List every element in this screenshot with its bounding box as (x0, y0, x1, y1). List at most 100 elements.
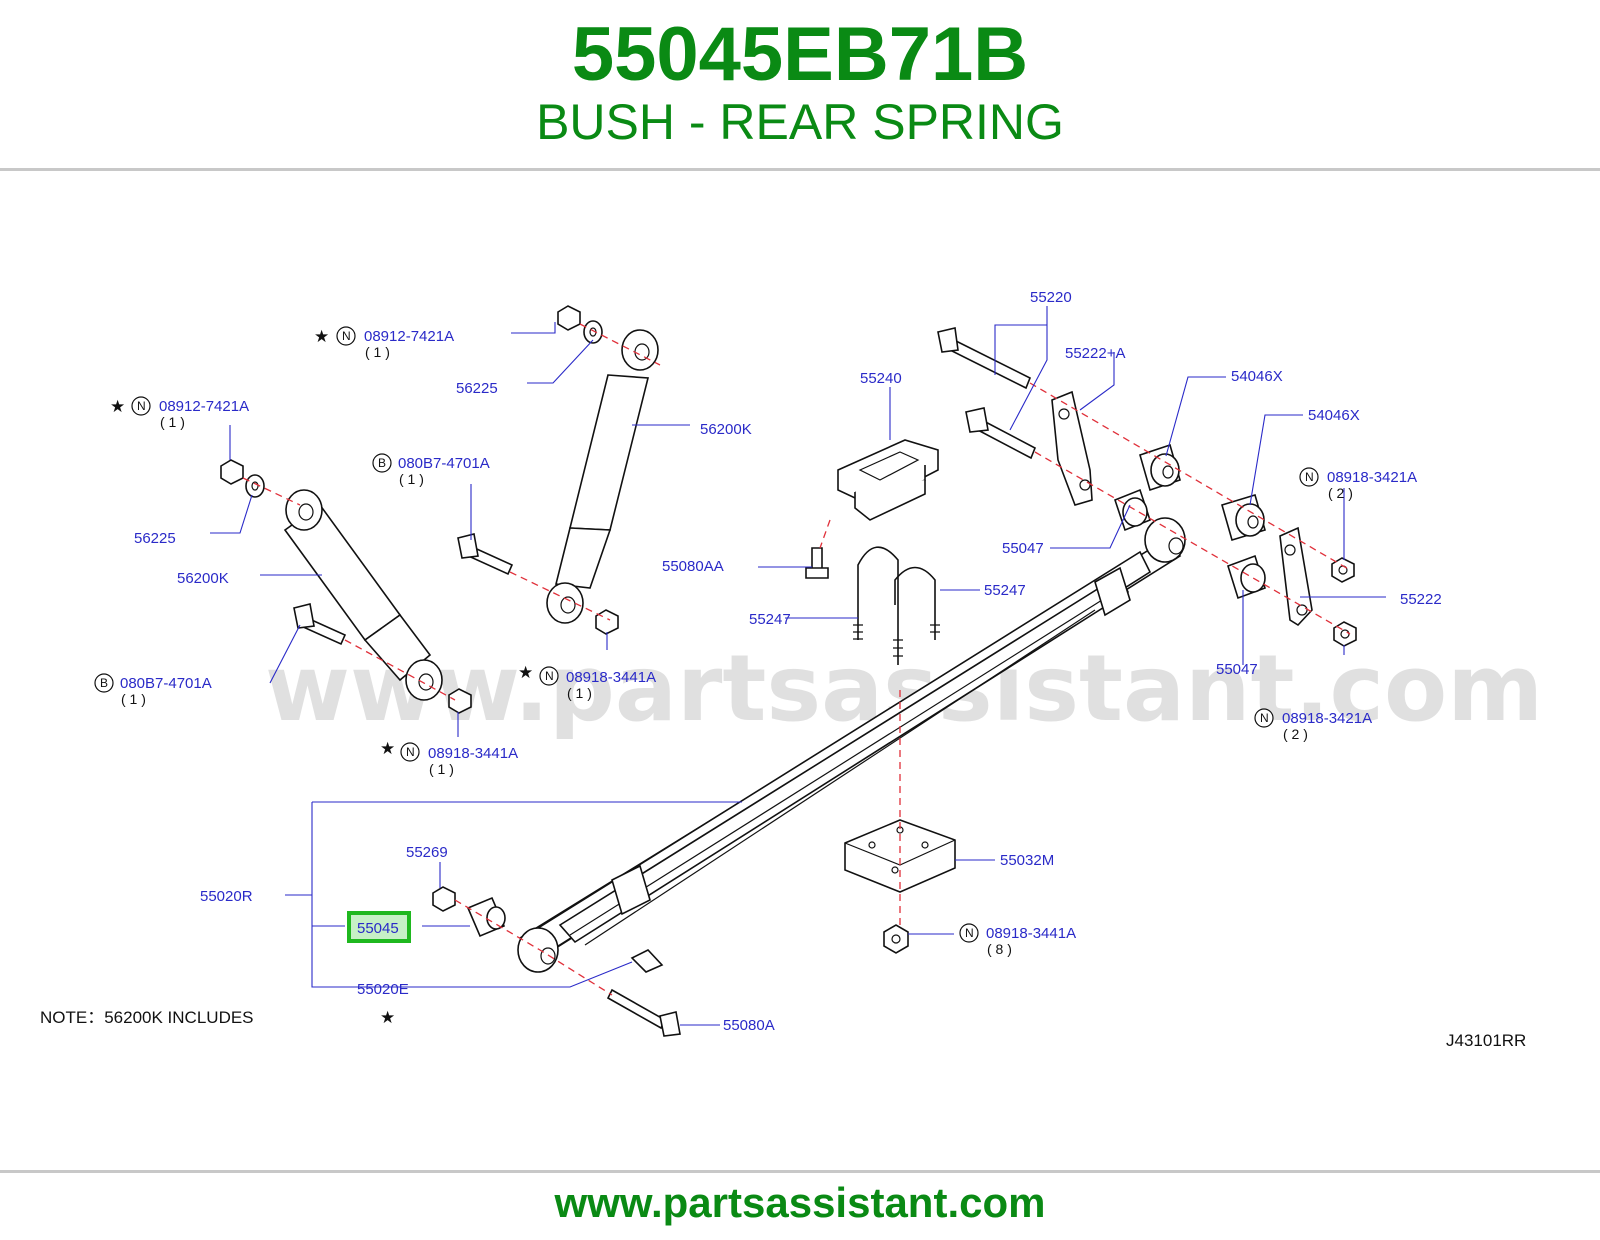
label-55240: 55240 (860, 370, 902, 387)
nut-08918-3441a-bottom[interactable] (883, 924, 909, 954)
label-text: N (965, 926, 974, 940)
bolt-080b7-4701a-right[interactable] (457, 533, 514, 576)
star-icon: ★ (380, 739, 395, 758)
parts-diagram: www.partsassistant.com (40, 289, 1543, 1050)
label-text: N (137, 399, 146, 413)
shackle-55222a[interactable] (1051, 390, 1093, 506)
bolt-55080aa[interactable] (805, 547, 829, 579)
shock-absorber-left[interactable] (283, 489, 443, 701)
assembly-centerlines (242, 323, 1351, 996)
u-bolt-55247[interactable] (853, 546, 940, 665)
washer-56225-left[interactable] (245, 474, 265, 498)
label-55247-2: 55247 (749, 611, 791, 628)
label-55269: 55269 (406, 844, 448, 861)
label-text: N (406, 745, 415, 759)
label-080b7-4701a-mid: 080B7-4701A (398, 455, 490, 472)
bolt-080b7-4701a-left[interactable] (293, 603, 347, 646)
footer-divider (0, 1170, 1600, 1173)
plate-55020e[interactable] (630, 949, 664, 973)
label-55222: 55222 (1400, 591, 1442, 608)
label-08918-3441a-bottom: 08918-3441A (986, 925, 1076, 942)
star-icon: ★ (110, 397, 125, 416)
washer-56225-right[interactable] (583, 320, 603, 344)
label-54046x-2: 54046X (1308, 407, 1360, 424)
label-55222a: 55222+A (1065, 345, 1125, 362)
label-text: B (378, 456, 386, 470)
label-text: ( 1 ) (567, 685, 592, 701)
label-text: ( 1 ) (121, 691, 146, 707)
symbol-circle (94, 673, 114, 693)
part-labels[interactable]: 08912-7421A ( 1 ) 08912-7421A ( 1 ) 5622… (120, 289, 1442, 1034)
label-text: ( 8 ) (987, 941, 1012, 957)
header-divider (0, 168, 1600, 171)
label-55020e: 55020E (357, 981, 409, 998)
bushing-55047-a[interactable] (1114, 488, 1151, 532)
symbol-circle (539, 666, 559, 686)
note-text: NOTE：56200K INCLUDES (40, 1008, 254, 1027)
part-name-subtitle: BUSH - REAR SPRING (536, 94, 1064, 150)
label-56200k-right: 56200K (700, 421, 752, 438)
label-55032m: 55032M (1000, 852, 1054, 869)
label-text: N (1305, 470, 1314, 484)
symbol-markers: ★ N ★ N B B ★ N ★ N N N N (94, 326, 1319, 943)
label-08912-7421a-top: 08912-7421A (364, 328, 454, 345)
label-08918-3441a-left: 08918-3441A (428, 745, 518, 762)
label-55047-2: 55047 (1216, 661, 1258, 678)
label-54046x-1: 54046X (1231, 368, 1283, 385)
label-56225-top: 56225 (456, 380, 498, 397)
label-text: N (545, 669, 554, 683)
symbol-circle (400, 742, 420, 762)
nut-08918-3421a-bot[interactable] (1333, 621, 1357, 647)
label-text: ( 1 ) (365, 344, 390, 360)
part-number-title: 55045EB71B (571, 12, 1029, 97)
label-text: ( 2 ) (1283, 726, 1308, 742)
bumper-bracket-55240[interactable] (837, 439, 939, 521)
label-55220: 55220 (1030, 289, 1072, 306)
symbol-circle (131, 396, 151, 416)
nut-08912-7421a-left[interactable] (220, 459, 244, 485)
label-56200k-left: 56200K (177, 570, 229, 587)
label-55047-1: 55047 (1002, 540, 1044, 557)
label-56225-left: 56225 (134, 530, 176, 547)
label-080b7-4701a-left: 080B7-4701A (120, 675, 212, 692)
highlight-fill (349, 913, 409, 941)
nut-08912-7421a-right[interactable] (557, 305, 581, 331)
nut-08918-3441a-left[interactable] (448, 688, 472, 714)
label-text: N (342, 329, 351, 343)
star-icon: ★ (314, 327, 329, 346)
nut-55269[interactable] (432, 886, 456, 912)
shackle-bolt-55220-b[interactable] (965, 407, 1037, 460)
label-text: ( 2 ) (1328, 485, 1353, 501)
nut-08918-3441a-right[interactable] (595, 609, 619, 635)
bush-55045[interactable] (466, 896, 506, 938)
highlight-box (347, 911, 411, 943)
diagram-code: J43101RR (1446, 1031, 1526, 1050)
shackle-55222[interactable] (1279, 526, 1313, 627)
bushing-54046x-a[interactable] (1139, 443, 1181, 492)
footer-website[interactable]: www.partsassistant.com (554, 1179, 1046, 1226)
symbol-circle (372, 453, 392, 473)
symbol-circle (1254, 708, 1274, 728)
symbol-circle (336, 326, 356, 346)
label-text: N (1260, 711, 1269, 725)
bolt-55080a[interactable] (606, 988, 681, 1037)
symbol-circle (1299, 467, 1319, 487)
label-text: B (100, 676, 108, 690)
symbol-circle (959, 923, 979, 943)
shackle-bolt-55220-a[interactable] (937, 327, 1032, 390)
label-55080a: 55080A (723, 1017, 775, 1034)
label-text: ( 1 ) (399, 471, 424, 487)
spring-seat-55032m[interactable] (844, 819, 956, 893)
shock-absorber-right[interactable] (546, 329, 659, 624)
bushing-55047-b[interactable] (1227, 554, 1266, 600)
label-55080aa: 55080AA (662, 558, 724, 575)
star-icon: ★ (518, 663, 533, 682)
label-text: ( 1 ) (160, 414, 185, 430)
bushing-54046x-b[interactable] (1221, 493, 1266, 542)
label-08918-3421a-top: 08918-3421A (1327, 469, 1417, 486)
label-08918-3441a-mid: 08918-3441A (566, 669, 656, 686)
label-55020r: 55020R (200, 888, 253, 905)
label-55045: 55045 (357, 920, 399, 937)
leaf-spring[interactable] (517, 517, 1186, 973)
leader-lines (210, 306, 1386, 1026)
